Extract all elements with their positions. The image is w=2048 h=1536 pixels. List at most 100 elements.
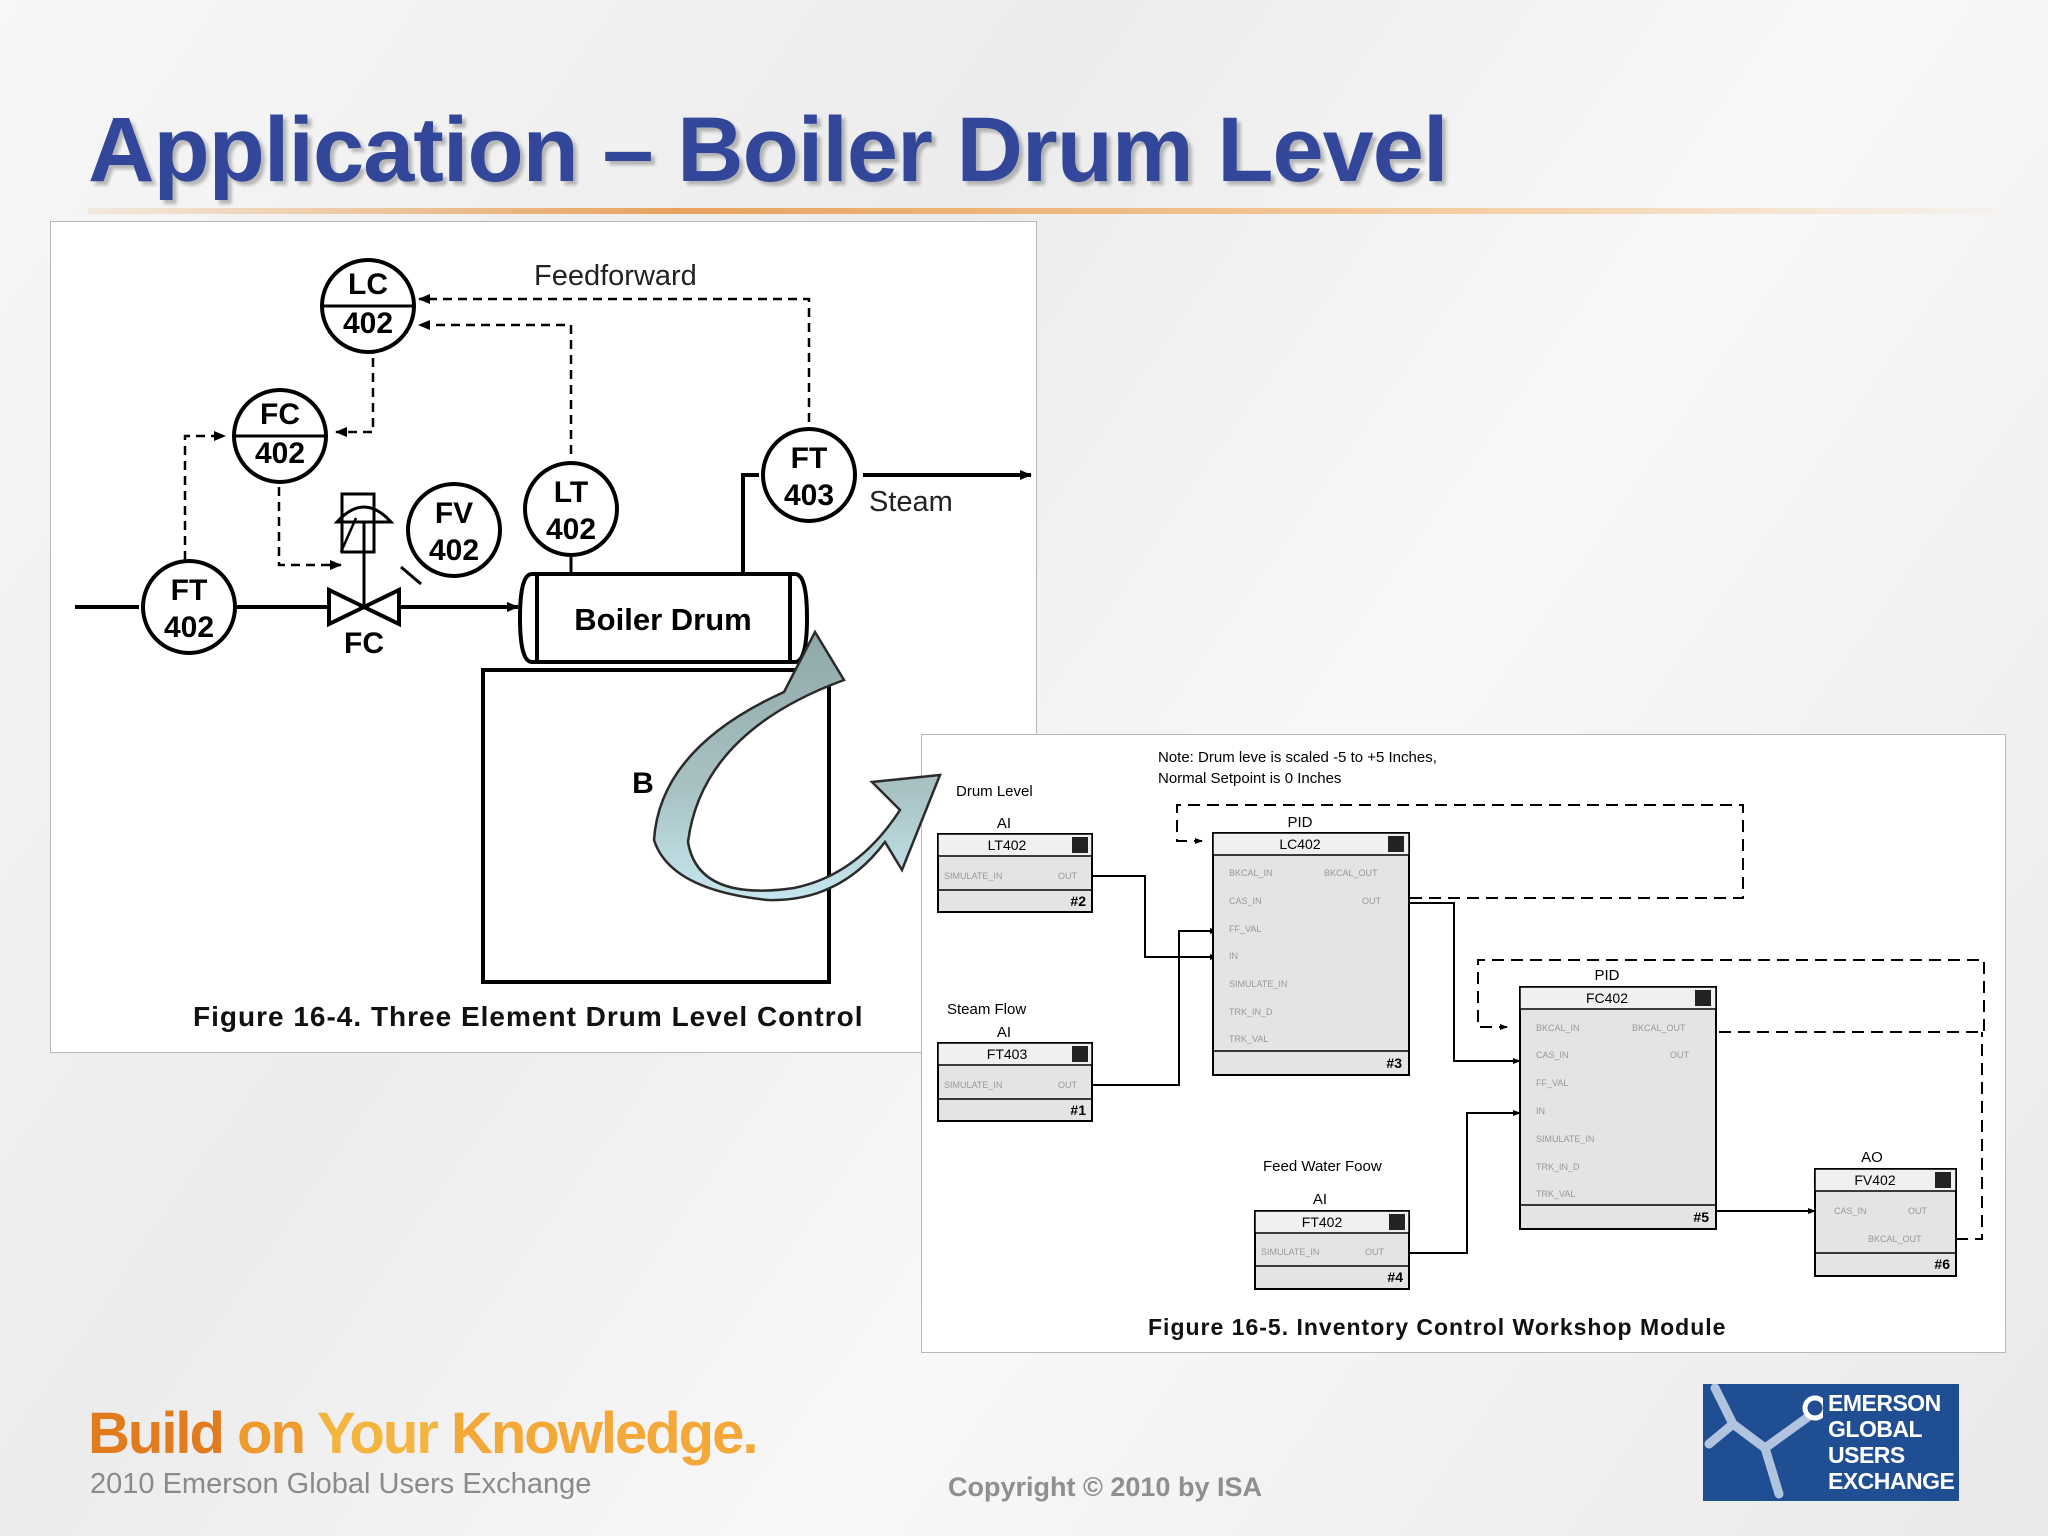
- block-ft403[interactable]: AI FT403 SIMULATE_IN OUT #1: [937, 1024, 1093, 1122]
- ft403-tag: FT: [791, 442, 828, 475]
- svg-text:AI: AI: [997, 815, 1011, 832]
- block-lt402[interactable]: AI LT402 SIMULATE_IN OUT #2: [937, 815, 1093, 913]
- instrument-ft402: [141, 559, 237, 655]
- svg-text:BKCAL_OUT: BKCAL_OUT: [1324, 868, 1378, 878]
- svg-text:BKCAL_OUT: BKCAL_OUT: [1868, 1234, 1922, 1244]
- svg-text:CAS_IN: CAS_IN: [1536, 1050, 1569, 1060]
- fc-to-valve-signal: [277, 472, 342, 570]
- svg-text:PID: PID: [1287, 814, 1312, 831]
- svg-text:OUT: OUT: [1908, 1206, 1928, 1216]
- bkcal-feedback-lc: [1176, 804, 1744, 899]
- block-name: FT403: [987, 1046, 1028, 1062]
- valve-left: [327, 586, 369, 628]
- svg-text:SIMULATE_IN: SIMULATE_IN: [1261, 1247, 1319, 1257]
- lt-to-lc-signal: [418, 320, 573, 454]
- lt402-num: 402: [546, 513, 596, 546]
- svg-text:TRK_IN_D: TRK_IN_D: [1229, 1007, 1273, 1017]
- svg-text:TRK_VAL: TRK_VAL: [1229, 1034, 1268, 1044]
- block-fc402[interactable]: PID FC402 BKCAL_IN BKCAL_OUT CAS_IN OUT …: [1519, 967, 1717, 1230]
- block-icon: [1695, 990, 1711, 1006]
- label-steam-flow: Steam Flow: [947, 1001, 1026, 1018]
- svg-text:IN: IN: [1229, 951, 1238, 961]
- bkcal-feedback-fc: [1477, 959, 1985, 1033]
- block-icon: [1389, 1214, 1405, 1230]
- svg-text:OUT: OUT: [1365, 1247, 1385, 1257]
- curved-arrow-icon: [652, 629, 942, 902]
- instrument-fv402: [406, 482, 502, 578]
- lt402-tag: LT: [554, 476, 588, 509]
- boiler-label: B: [632, 767, 654, 800]
- block-icon: [1388, 836, 1404, 852]
- block-name: FC402: [1586, 990, 1628, 1006]
- block-name: FV402: [1854, 1172, 1895, 1188]
- svg-text:CAS_IN: CAS_IN: [1229, 896, 1262, 906]
- block-icon: [1935, 1172, 1951, 1188]
- instrument-ft403: [761, 427, 857, 523]
- feedforward-label: Feedforward: [534, 260, 697, 292]
- svg-text:PID: PID: [1594, 967, 1619, 984]
- lc402-tag: LC: [348, 268, 388, 301]
- block-icon: [1072, 837, 1088, 853]
- svg-text:BKCAL_IN: BKCAL_IN: [1536, 1023, 1580, 1033]
- note-line-1: Note: Drum leve is scaled -5 to +5 Inche…: [1158, 749, 1437, 766]
- svg-text:IN: IN: [1536, 1106, 1545, 1116]
- three-element-diagram: LC 402 FC 402 FV 402 LT 402 FT 403 FT 40…: [75, 258, 1032, 1032]
- block-fv402[interactable]: AO FV402 CAS_IN OUT BKCAL_OUT #6: [1814, 1149, 1957, 1277]
- boiler-drum: [517, 572, 810, 664]
- block-name: LC402: [1279, 836, 1320, 852]
- svg-text:#5: #5: [1693, 1209, 1709, 1225]
- svg-text:#2: #2: [1070, 893, 1086, 909]
- instrument-lt402: [523, 461, 619, 557]
- copyright: Copyright © 2010 by ISA: [948, 1472, 1262, 1502]
- block-name: LT402: [988, 837, 1027, 853]
- boiler-body: [481, 668, 831, 984]
- svg-text:FF_VAL: FF_VAL: [1536, 1078, 1568, 1088]
- svg-text:TRK_VAL: TRK_VAL: [1536, 1189, 1575, 1199]
- emerson-logo: EMERSON GLOBAL USERS EXCHANGE: [1703, 1384, 1959, 1501]
- fv402-bkcal-line: [1956, 1032, 1983, 1240]
- valve-fail-label: FC: [344, 627, 384, 660]
- figure-16-5-caption: Figure 16-5. Inventory Control Workshop …: [1148, 1314, 1726, 1340]
- wire-lc402-to-fc402: [1372, 902, 1521, 1064]
- svg-text:CAS_IN: CAS_IN: [1834, 1206, 1867, 1216]
- svg-text:#4: #4: [1387, 1269, 1403, 1285]
- valve-right: [359, 586, 401, 628]
- ft402-tag: FT: [171, 574, 208, 607]
- note-line-2: Normal Setpoint is 0 Inches: [1158, 770, 1341, 787]
- svg-text:SIMULATE_IN: SIMULATE_IN: [1536, 1134, 1594, 1144]
- svg-text:OUT: OUT: [1058, 871, 1078, 881]
- steam-riser: [741, 473, 759, 574]
- fv402-tag: FV: [435, 497, 473, 530]
- svg-text:#1: #1: [1070, 1102, 1086, 1118]
- steam-label: Steam: [869, 486, 953, 518]
- wire-ft402-to-fc402: [1408, 1110, 1521, 1254]
- function-block-diagram: .blk{fill:#e4e4e4;stroke:#000;stroke-wid…: [937, 749, 1985, 1340]
- svg-text:#6: #6: [1934, 1256, 1950, 1272]
- figure-16-4-caption: Figure 16-4. Three Element Drum Level Co…: [193, 1001, 863, 1032]
- fc402-num: 402: [255, 437, 305, 470]
- lc402-num: 402: [343, 307, 393, 340]
- wire-lt402-to-lc402: [1092, 875, 1218, 960]
- block-ft402[interactable]: AI FT402 SIMULATE_IN OUT #4: [1254, 1191, 1410, 1290]
- wire-ft403-to-lc402: [1092, 928, 1218, 1086]
- drum-label: Boiler Drum: [574, 602, 751, 637]
- fc402-tag: FC: [260, 398, 300, 431]
- svg-text:OUT: OUT: [1670, 1050, 1690, 1060]
- svg-text:SIMULATE_IN: SIMULATE_IN: [944, 1080, 1002, 1090]
- event-name: 2010 Emerson Global Users Exchange: [90, 1468, 592, 1500]
- figure-16-5-panel: .blk{fill:#e4e4e4;stroke:#000;stroke-wid…: [921, 734, 2006, 1353]
- tagline: Build on Your Knowledge.: [88, 1401, 758, 1466]
- ft402-num: 402: [164, 611, 214, 644]
- figure-16-4-panel: LC 402 FC 402 FV 402 LT 402 FT 403 FT 40…: [50, 221, 1037, 1053]
- svg-text:TRK_IN_D: TRK_IN_D: [1536, 1162, 1580, 1172]
- lc-to-fc-signal: [335, 343, 375, 437]
- svg-text:AO: AO: [1861, 1149, 1883, 1166]
- svg-text:SIMULATE_IN: SIMULATE_IN: [944, 871, 1002, 881]
- label-drum-level: Drum Level: [956, 783, 1033, 800]
- logo-molecule-icon: [1704, 1384, 1823, 1499]
- svg-text:#3: #3: [1386, 1055, 1402, 1071]
- block-lc402[interactable]: PID LC402 BKCAL_IN BKCAL_OUT CAS_IN OUT …: [1212, 814, 1410, 1076]
- svg-text:AI: AI: [1313, 1191, 1327, 1208]
- svg-text:SIMULATE_IN: SIMULATE_IN: [1229, 979, 1287, 989]
- block-icon: [1072, 1046, 1088, 1062]
